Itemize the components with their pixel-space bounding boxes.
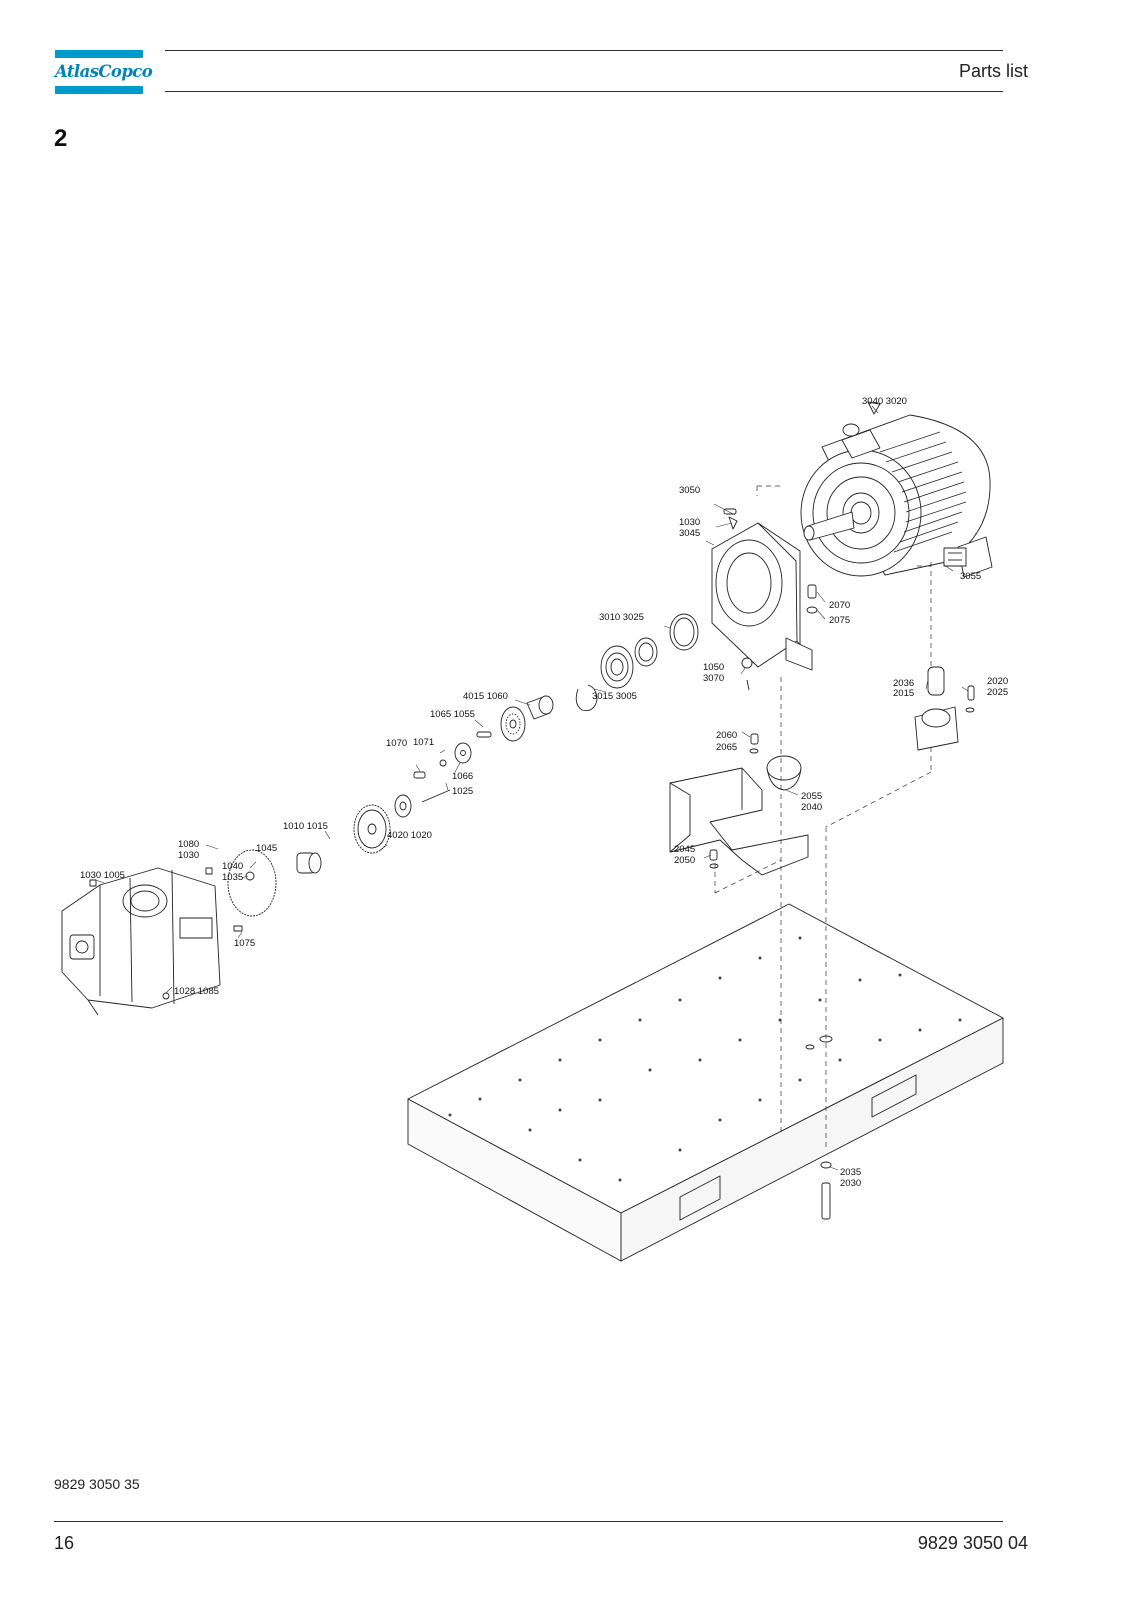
fitting-1040-drawing [245, 871, 255, 881]
label-1030-1005: 1030 1005 [80, 870, 125, 881]
bolt-1070-drawing [413, 771, 426, 779]
drive-flange-drawing [711, 516, 813, 691]
header-title: Parts list [958, 61, 1028, 81]
label-4015-1060: 4015 1060 [463, 691, 508, 702]
label-1045: 1045 [256, 843, 277, 854]
label-3070: 3070 [703, 673, 724, 684]
label-1035: 1035 [222, 872, 243, 883]
logo-bar-top [55, 50, 143, 58]
circlip-drawing [575, 684, 598, 711]
label-2015: 2015 [893, 688, 914, 699]
gasket-1045-drawing [227, 849, 277, 917]
label-2020: 2020 [987, 676, 1008, 687]
label-3045: 3045 [679, 528, 700, 539]
label-3015-3005: 3015 3005 [592, 691, 637, 702]
logo-bar-bottom [55, 86, 143, 94]
base-frame-drawing [407, 903, 1004, 1262]
label-1050: 1050 [703, 662, 724, 673]
label-2070: 2070 [829, 600, 850, 611]
bolt-2060-drawing [750, 733, 759, 745]
washer-1066-drawing [454, 742, 472, 764]
seal-ring-3025-drawing [669, 613, 699, 651]
label-2060: 2060 [716, 730, 737, 741]
screw-1071-drawing [439, 759, 447, 767]
manual-number: 9829 3050 04 [917, 1533, 1028, 1553]
label-1025: 1025 [452, 786, 473, 797]
label-2036: 2036 [893, 678, 914, 689]
bearing-3005-drawing [600, 645, 634, 689]
bolt-2020-drawing [967, 685, 975, 701]
ring-3010-drawing [634, 637, 658, 667]
atlas-copco-logo: AtlasCopco [55, 50, 153, 94]
label-1066: 1066 [452, 771, 473, 782]
label-2050: 2050 [674, 855, 695, 866]
label-1075: 1075 [234, 938, 255, 949]
compressor-element-drawing [61, 867, 221, 1016]
buffer-2055-drawing [766, 755, 802, 781]
gear-4015-drawing [500, 706, 526, 742]
label-1070: 1070 [386, 738, 407, 749]
label-1028-1085: 1028 1085 [174, 986, 219, 997]
bolt-2045-drawing [709, 849, 718, 861]
sleeve-2036-drawing [927, 666, 945, 696]
label-1080: 1080 [178, 839, 199, 850]
label-2025: 2025 [987, 687, 1008, 698]
washer-1020-drawing [394, 794, 412, 818]
label-1040: 1040 [222, 861, 243, 872]
section-number: 2 [54, 125, 68, 152]
bolt-2070-drawing [807, 584, 817, 599]
header-bottom-rule [165, 91, 1003, 92]
label-3040-3020: 3040 3020 [862, 396, 907, 407]
label-1030-top: 1030 [679, 517, 700, 528]
plug-1080-drawing [205, 867, 213, 875]
pin-1055-drawing [476, 731, 492, 738]
label-2030: 2030 [840, 1178, 861, 1189]
plug-1030-drawing [89, 879, 97, 887]
bolt-3050-drawing [723, 508, 737, 515]
label-1010-1015: 1010 1015 [283, 821, 328, 832]
footer-rule [54, 1521, 1003, 1522]
label-2065: 2065 [716, 742, 737, 753]
label-2040: 2040 [801, 802, 822, 813]
label-2075: 2075 [829, 615, 850, 626]
washer-2035-drawing [820, 1161, 832, 1169]
label-2045: 2045 [674, 844, 695, 855]
label-1071: 1071 [413, 737, 434, 748]
label-1030-mid: 1030 [178, 850, 199, 861]
motor-support-drawing [669, 767, 809, 876]
header-top-rule [165, 50, 1003, 51]
label-1065-1055: 1065 1055 [430, 709, 475, 720]
electric-motor-drawing [800, 401, 993, 578]
logo-wordmark: AtlasCopco [55, 62, 153, 81]
document-number: 9829 3050 35 [54, 1476, 140, 1492]
label-3055: 3055 [960, 571, 981, 582]
label-3010-3025: 3010 3025 [599, 612, 644, 623]
leader-lines [95, 405, 969, 1171]
label-2035: 2035 [840, 1167, 861, 1178]
terminal-box-3055-drawing [943, 547, 967, 567]
page-number: 16 [54, 1533, 75, 1553]
assembly-path-lines [714, 485, 932, 1150]
label-2055: 2055 [801, 791, 822, 802]
bolt-2030-drawing [821, 1182, 831, 1220]
pin-1075-drawing [233, 925, 243, 932]
rod-1025-drawing [421, 789, 451, 803]
label-3050: 3050 [679, 485, 700, 496]
label-4020-1020: 4020 1020 [387, 830, 432, 841]
